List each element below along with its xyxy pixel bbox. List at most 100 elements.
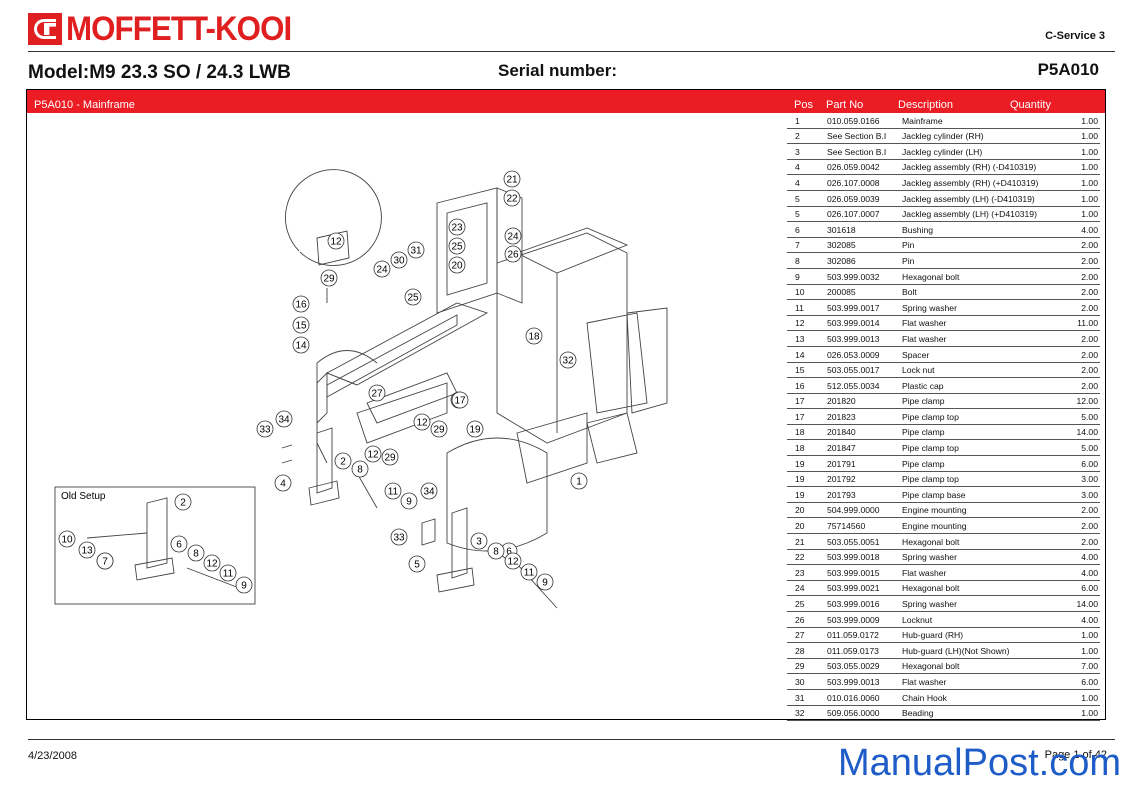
callout-label: 8 [493,547,499,558]
column-header-part: Part No [826,99,864,111]
callout-31: 31 [407,241,425,259]
callout-label: 25 [407,293,419,304]
callout-label: 9 [542,578,548,589]
callout-label: 8 [193,549,199,560]
cell-description: Lock nut [894,362,1042,379]
cell-part-no: 201847 [819,439,894,457]
cell-part-no: 011.059.0172 [819,627,894,644]
cell-pos: 14 [787,346,819,363]
callout-13: 13 [78,541,96,559]
cell-quantity: 1.00 [1042,627,1100,644]
cell-part-no: 010.016.0060 [819,689,894,706]
cell-quantity: 11.00 [1042,315,1100,332]
cell-pos: 23 [787,564,819,581]
callout-label: 33 [259,425,271,436]
callout-label: 11 [388,487,399,498]
callout-label: 11 [223,569,234,580]
callout-label: 10 [61,535,73,546]
cell-description: Spacer [894,346,1042,363]
cell-pos: 10 [787,284,819,301]
cell-pos: 17 [787,408,819,425]
cell-pos: 11 [787,299,819,316]
callout-21: 21 [503,170,521,188]
cell-description: Pipe clamp [894,455,1042,472]
model-title: Model:M9 23.3 SO / 24.3 LWB [28,62,291,83]
callout-label: 2 [340,457,346,468]
callout-3: 3 [470,532,488,550]
cell-pos: 18 [787,439,819,457]
callout-12: 12 [504,552,522,570]
callout-label: 5 [414,560,420,571]
callout-22: 22 [503,189,521,207]
callout-label: 12 [330,237,342,248]
cell-part-no: 010.059.0166 [819,113,894,129]
cell-part-no: 026.107.0008 [819,174,894,191]
cell-pos: 5 [787,206,819,223]
cell-pos: 32 [787,705,819,722]
callout-label: 11 [524,568,535,579]
callout-16: 16 [292,295,310,313]
cell-quantity: 7.00 [1042,658,1100,675]
cell-description: Spring washer [894,595,1042,612]
serial-number-label: Serial number: [498,61,618,80]
content-frame [26,89,1106,720]
column-header-quantity: Quantity [1010,99,1051,111]
callout-label: 21 [506,175,518,186]
cell-pos: 22 [787,549,819,566]
cell-quantity: 2.00 [1042,268,1100,285]
callout-label: 32 [562,356,574,367]
cell-part-no: 302085 [819,237,894,254]
cell-part-no: 503.999.0014 [819,315,894,332]
callout-label: 30 [393,256,405,267]
cell-description: Jackleg cylinder (LH) [894,143,1042,160]
cell-pos: 1 [787,113,819,129]
cell-pos: 28 [787,642,819,659]
callout-label: 6 [506,547,512,558]
callout-20: 20 [448,256,466,274]
cell-part-no: See Section B.I [819,128,894,145]
cell-pos: 19 [787,486,819,503]
cell-pos: 24 [787,580,819,597]
cell-pos: 8 [787,252,819,269]
column-header-description: Description [898,99,954,111]
cell-description: Spring washer [894,299,1042,316]
cell-quantity: 6.00 [1042,673,1100,690]
cell-pos: 18 [787,424,819,441]
callout-12: 12 [364,445,382,463]
callout-25: 25 [404,288,422,306]
callout-label: 15 [295,321,307,332]
callout-27: 27 [368,384,386,402]
cell-description: Jackleg assembly (RH) (-D410319) [894,159,1042,176]
cell-description: Plastic cap [894,377,1042,394]
callout-label: 34 [423,487,435,498]
cell-part-no: 512.055.0034 [819,377,894,394]
cell-description: Mainframe [894,113,1042,129]
cell-part-no: 503.999.0021 [819,580,894,597]
cell-part-no: 503.999.0013 [819,673,894,690]
cell-quantity: 1.00 [1042,190,1100,207]
cell-part-no: See Section B.I [819,143,894,160]
cell-quantity: 2.00 [1042,517,1100,535]
cell-part-no: 503.055.0017 [819,362,894,379]
callout-label: 12 [367,450,379,461]
callout-29: 29 [430,420,448,438]
callout-23: 23 [448,218,466,236]
